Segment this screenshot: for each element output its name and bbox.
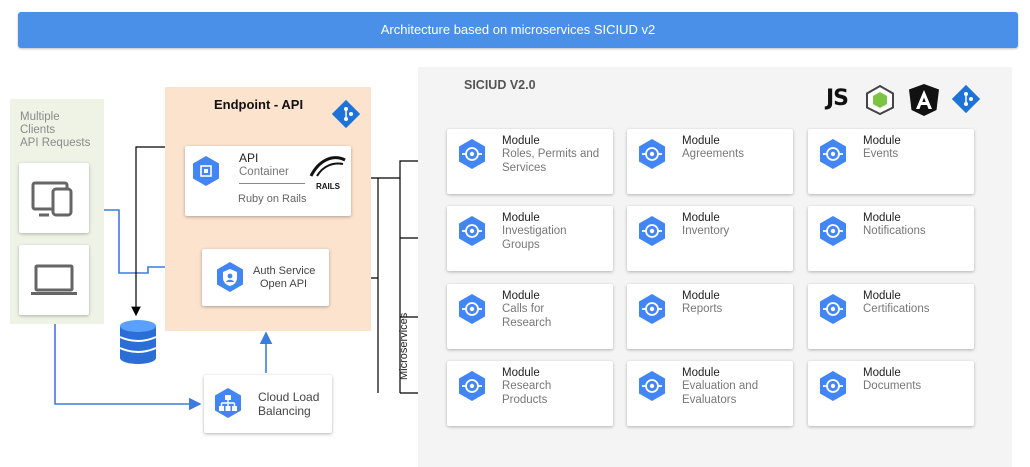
api-framework: Ruby on Rails [238,193,307,205]
module-subtitle: Reports [682,303,723,315]
module-subtitle: Agreements [682,148,745,160]
module-target-icon [459,294,485,324]
api-chip-icon [193,156,219,186]
module-title: Module [502,135,540,147]
module-title: Module [863,367,901,379]
module-subtitle: Calls for Research [502,303,552,329]
angular-icon [909,84,939,116]
module-target-icon [639,139,665,169]
module-title: Module [502,290,540,302]
endpoint-title: Endpoint - API [214,97,304,112]
module-title: Module [502,367,540,379]
diagram-title: Architecture based on microservices SICI… [18,12,1018,48]
api-title: API [239,151,259,165]
module-target-icon [639,216,665,246]
api-divider [239,183,305,184]
laptop-client-card [19,245,89,315]
mobile-client-card [19,163,89,233]
module-title: Module [863,290,901,302]
lb-title: Cloud Load [258,390,320,404]
js-logo: JS [826,86,849,111]
rails-track-icon [309,156,346,177]
module-subtitle: Events [863,148,899,160]
module-title: Module [863,212,901,224]
module-target-icon [459,371,485,401]
auth-shield-icon [217,262,243,292]
module-title: Module [863,135,901,147]
module-subtitle: Certifications [863,303,930,315]
module-target-icon [820,371,846,401]
database-icon [119,320,157,364]
module-subtitle: Investigation Groups [502,225,567,251]
module-subtitle: Inventory [682,225,730,237]
module-target-icon [820,294,846,324]
git-diamond-icon-2 [951,84,981,114]
microservices-label: Microservices [398,312,410,380]
module-target-icon [639,371,665,401]
siciud-title: SICIUD V2.0 [464,78,536,92]
module-title: Module [682,367,720,379]
auth-subtitle: Open API [260,278,308,290]
module-subtitle: Research Products [502,380,552,406]
module-title: Module [682,135,720,147]
module-subtitle: Documents [863,380,922,392]
module-target-icon [459,139,485,169]
devices-icon [31,181,73,217]
module-title: Module [682,212,720,224]
api-subtitle: Container [239,166,289,178]
auth-title: Auth Service [253,265,316,277]
module-title: Module [502,212,540,224]
module-subtitle: Evaluation and Evaluators [682,380,759,406]
nodejs-icon [866,84,894,116]
module-target-icon [459,216,485,246]
clients-label: Multiple Clients API Requests [20,111,91,149]
client-to-lb-line [54,324,202,411]
module-target-icon [820,216,846,246]
module-subtitle: Notifications [863,225,926,237]
rails-logo: RAILS [309,156,347,191]
module-target-icon [639,294,665,324]
module-subtitle: Roles, Permits and Services [502,148,600,174]
lb-subtitle: Balancing [258,404,311,418]
rails-logo-text: RAILS [316,182,340,191]
laptop-icon [31,264,77,295]
module-title: Module [682,290,720,302]
git-diamond-icon [331,99,361,129]
module-target-icon [820,139,846,169]
load-balancer-icon [215,388,241,418]
